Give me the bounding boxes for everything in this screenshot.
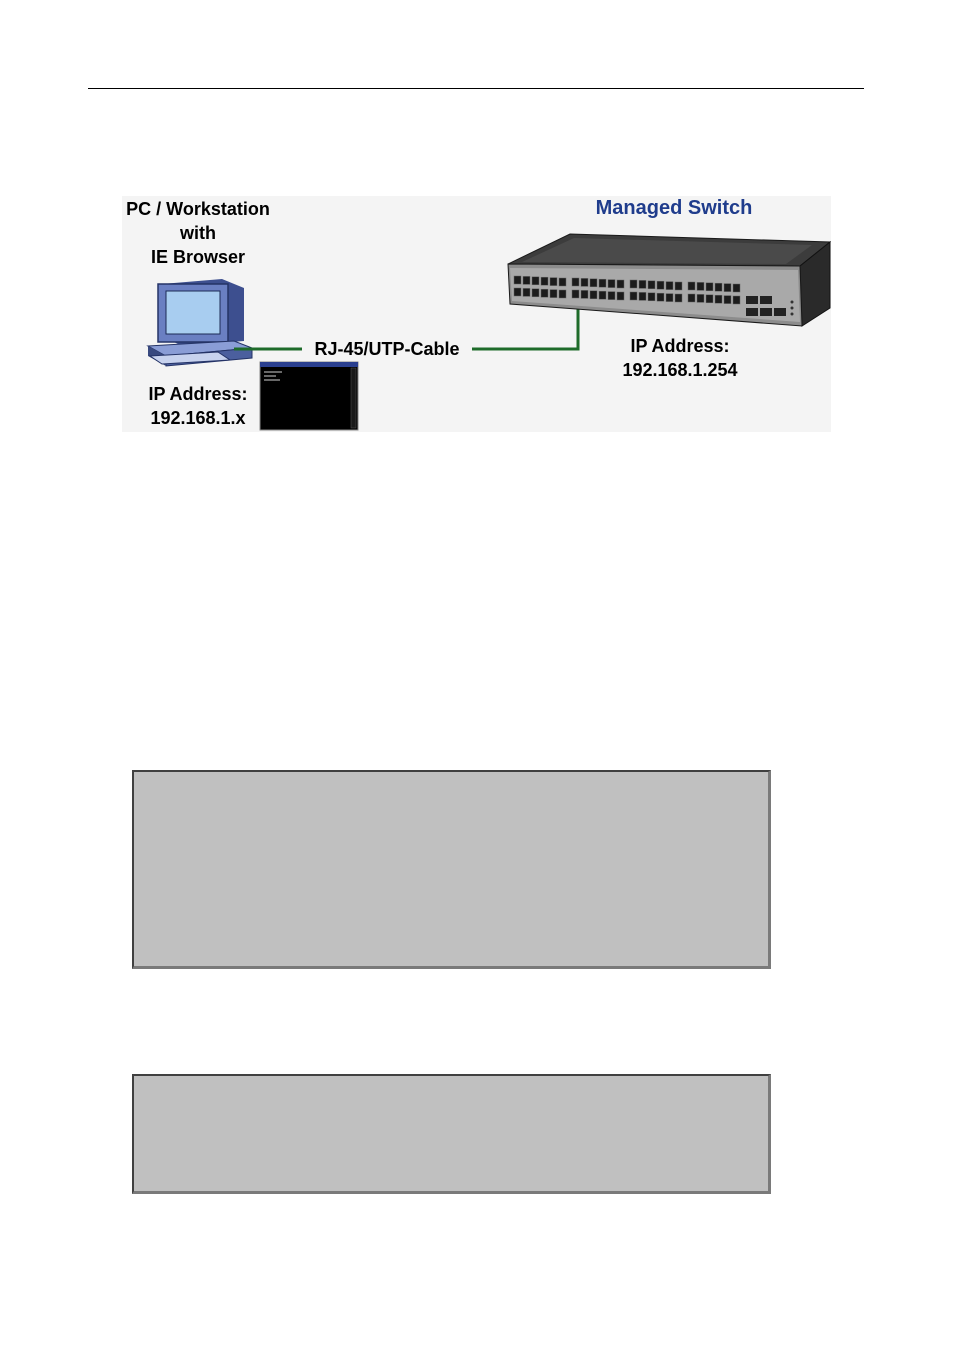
pc-label-line3: IE Browser xyxy=(150,247,246,267)
rj45-port xyxy=(531,276,540,286)
rj45-port xyxy=(607,279,616,288)
rj45-port xyxy=(629,279,638,289)
rj45-port xyxy=(558,277,567,287)
console-output-box-2 xyxy=(132,1074,771,1194)
rj45-port xyxy=(656,280,665,290)
rj45-port xyxy=(674,281,683,291)
rj45-port xyxy=(616,291,625,301)
cable-line xyxy=(234,300,580,351)
rj45-port xyxy=(598,290,607,300)
rj45-port xyxy=(549,277,558,286)
rj45-port xyxy=(589,278,598,288)
pc-ip-label: IP Address: xyxy=(148,384,248,404)
managed-switch-icon xyxy=(507,233,831,327)
pc-computer-icon xyxy=(146,279,253,367)
rj45-port xyxy=(705,294,714,304)
rj45-port xyxy=(723,295,732,304)
rj45-port xyxy=(629,291,638,301)
switch-ip-value: 192.168.1.254 xyxy=(622,360,738,380)
rj45-port xyxy=(647,292,656,302)
rj45-port xyxy=(732,283,741,293)
rj45-port xyxy=(687,281,696,291)
rj45-port xyxy=(589,290,598,300)
rj45-port xyxy=(714,282,723,292)
rj45-port xyxy=(638,280,647,289)
rj45-port xyxy=(522,276,531,285)
rj45-port xyxy=(531,288,540,298)
rj45-port xyxy=(732,295,741,305)
rj45-port xyxy=(674,293,683,303)
terminal-window-icon xyxy=(259,361,359,431)
rj45-port xyxy=(571,289,580,299)
header-rule xyxy=(88,88,864,89)
cable-label: RJ-45/UTP-Cable xyxy=(302,337,472,361)
rj45-port xyxy=(513,275,522,285)
rj45-port xyxy=(558,289,567,299)
pc-label-line2: with xyxy=(180,223,216,243)
network-diagram: PC / Workstation with IE Browser IP Addr… xyxy=(122,196,831,432)
rj45-port xyxy=(665,293,674,302)
rj45-port xyxy=(571,277,580,287)
switch-title: Managed Switch xyxy=(595,197,753,219)
diagram-canvas xyxy=(122,196,831,432)
pc-label-line1: PC / Workstation xyxy=(126,199,270,219)
console-output-box-1 xyxy=(132,770,771,969)
rj45-port xyxy=(714,294,723,304)
rj45-port xyxy=(540,276,549,286)
switch-ip-label: IP Address: xyxy=(630,336,730,356)
pc-ip-value: 192.168.1.x xyxy=(150,408,246,428)
rj45-port xyxy=(513,287,522,297)
rj45-port xyxy=(647,280,656,290)
rj45-port xyxy=(687,293,696,303)
rj45-port xyxy=(696,282,705,291)
rj45-port xyxy=(580,290,589,299)
rj45-port xyxy=(540,288,549,298)
rj45-port xyxy=(580,278,589,287)
rj45-port xyxy=(549,289,558,298)
rj45-port xyxy=(696,294,705,303)
rj45-port xyxy=(598,278,607,288)
rj45-port xyxy=(656,292,665,302)
switch-ports xyxy=(513,275,741,305)
rj45-port xyxy=(638,292,647,301)
rj45-port xyxy=(705,282,714,292)
rj45-port xyxy=(607,291,616,300)
rj45-port xyxy=(665,281,674,290)
rj45-port xyxy=(522,288,531,297)
rj45-port xyxy=(616,279,625,289)
rj45-port xyxy=(723,283,732,292)
